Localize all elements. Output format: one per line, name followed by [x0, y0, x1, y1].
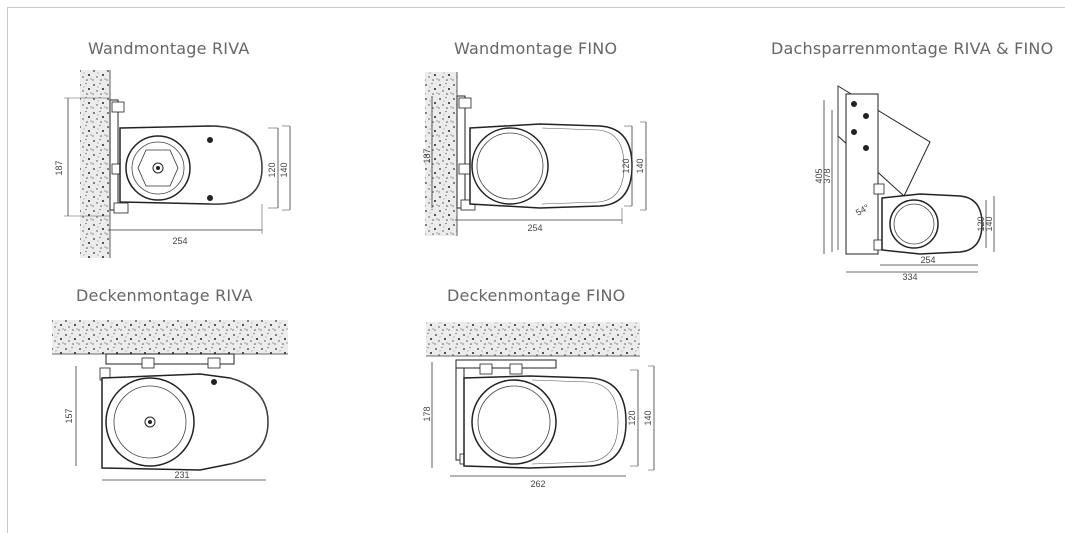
frame-top-border — [7, 7, 1065, 8]
diagram-rafter: 54° 405 378 120 140 254 334 — [810, 80, 1000, 282]
dim-width2: 334 — [902, 272, 917, 282]
dim-outer-h: 140 — [279, 162, 289, 177]
dim-width: 262 — [530, 479, 545, 489]
wall-concrete — [80, 70, 110, 258]
diagram-wall-riva: 187 254 120 140 — [50, 68, 310, 268]
ceiling-concrete — [426, 322, 640, 356]
dim-width1: 254 — [920, 255, 935, 265]
title-rafter: Dachsparrenmontage RIVA & FINO — [771, 39, 1054, 58]
ceiling-concrete — [52, 320, 288, 354]
title-wall-fino: Wandmontage FINO — [454, 39, 618, 58]
frame-left-border — [7, 7, 8, 533]
diagram-ceiling-fino: 178 262 120 140 — [420, 318, 680, 498]
dim-h1: 405 — [814, 168, 824, 183]
dim-height: 187 — [422, 148, 432, 163]
wall-concrete — [425, 72, 457, 236]
dim-inner-h: 120 — [267, 162, 277, 177]
dim-inner-h: 120 — [627, 410, 637, 425]
dim-outer-h: 140 — [635, 158, 645, 173]
dim-height: 187 — [54, 160, 64, 175]
title-ceiling-riva: Deckenmontage RIVA — [76, 286, 253, 305]
title-ceiling-fino: Deckenmontage FINO — [447, 286, 626, 305]
dim-height: 178 — [422, 406, 432, 421]
dim-h2: 378 — [822, 168, 832, 183]
diagram-ceiling-riva: 157 231 — [50, 318, 310, 493]
dim-width: 231 — [174, 470, 189, 480]
diagram-wall-fino: 187 254 120 140 — [410, 68, 670, 268]
dim-inner-h: 120 — [621, 158, 631, 173]
title-wall-riva: Wandmontage RIVA — [88, 39, 250, 58]
dim-width: 254 — [172, 236, 187, 246]
dim-inner-h: 120 — [976, 216, 986, 231]
dim-outer-h: 140 — [643, 410, 653, 425]
dim-width: 254 — [527, 223, 542, 233]
dim-height: 157 — [64, 408, 74, 423]
dim-outer-h: 140 — [984, 216, 994, 231]
